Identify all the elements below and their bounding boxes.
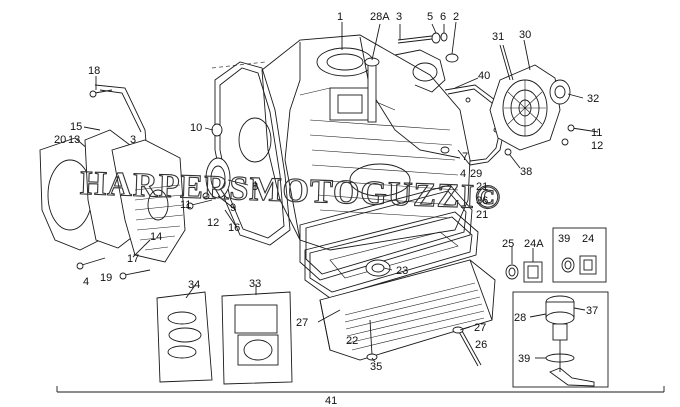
part-label: 4 <box>460 168 466 180</box>
part-label: 30 <box>519 29 531 41</box>
part-label: 39 <box>518 353 530 365</box>
sump-gaskets <box>299 184 479 299</box>
assembly-bracket <box>56 386 665 393</box>
fasteners <box>76 89 599 280</box>
part-label: 16 <box>228 222 240 234</box>
crankcase-block <box>261 34 471 251</box>
gasket-kit-bag-right <box>221 291 293 385</box>
part-label: 21 <box>476 209 488 221</box>
part-label: 28 <box>514 312 526 324</box>
part-label: 15 <box>70 121 82 133</box>
part-label: 7 <box>462 151 468 163</box>
part-label: 22 <box>346 335 358 347</box>
stud-top <box>397 32 459 63</box>
leader-lines <box>83 21 586 363</box>
bell-housing <box>39 84 186 263</box>
part-label: 11 <box>591 127 602 139</box>
part-label: 24 <box>582 233 594 245</box>
part-label: 37 <box>586 305 598 317</box>
oil-sump-pan <box>319 259 496 361</box>
part-label: 29 <box>470 168 482 180</box>
part-label: 31 <box>492 31 504 43</box>
part-label: 3 <box>130 134 136 146</box>
part-label: 14 <box>150 231 162 243</box>
part-label: 41 <box>325 395 337 407</box>
drain-bolt <box>452 326 482 367</box>
part-label: 23 <box>396 265 408 277</box>
part-label: 3 <box>396 11 402 23</box>
part-labels: 1 28A 3 5 6 2 31 30 18 40 32 15 13 20 3 … <box>54 11 603 407</box>
part-label: 35 <box>370 361 382 373</box>
part-label: 10 <box>190 122 202 134</box>
part-label: 6 <box>440 11 446 23</box>
plug-kit-box <box>552 227 607 283</box>
part-label: 36 <box>476 195 488 207</box>
part-label: 32 <box>587 93 599 105</box>
part-label: 28A <box>370 11 390 23</box>
part-label: 2 <box>453 11 459 23</box>
part-label: 8 <box>252 181 258 193</box>
part-label: 33 <box>249 278 261 290</box>
oil-strainer <box>365 259 391 277</box>
part-label: 13 <box>68 134 80 146</box>
part-label: 34 <box>188 279 200 291</box>
part-label: 21 <box>476 181 488 193</box>
part-label: 4 <box>83 276 89 288</box>
part-label: 20 <box>54 134 66 146</box>
part-label: 19 <box>100 272 112 284</box>
part-label: 1 <box>337 11 343 23</box>
part-label: 27 <box>296 317 308 329</box>
part-label: 24A <box>524 238 544 250</box>
part-label: 25 <box>502 238 514 250</box>
part-label: 5 <box>427 11 433 23</box>
part-label: 11 <box>180 199 191 211</box>
part-label: 17 <box>127 253 139 265</box>
oil-plug <box>505 261 543 283</box>
part-label: 18 <box>88 65 100 77</box>
gasket-kit-bag-left <box>156 291 213 383</box>
part-label: 39 <box>558 233 570 245</box>
bearing <box>205 157 231 199</box>
part-label: 27 <box>474 322 486 334</box>
part-label: 12 <box>207 217 219 229</box>
alternator-housing <box>489 44 571 151</box>
breather-stud <box>364 57 380 123</box>
part-label: 26 <box>475 339 487 351</box>
part-label: 12 <box>591 140 603 152</box>
part-label: 40 <box>478 70 490 82</box>
part-label: 38 <box>520 166 532 178</box>
part-label: 9 <box>230 202 236 214</box>
oil-filler-kit-box <box>512 291 609 388</box>
